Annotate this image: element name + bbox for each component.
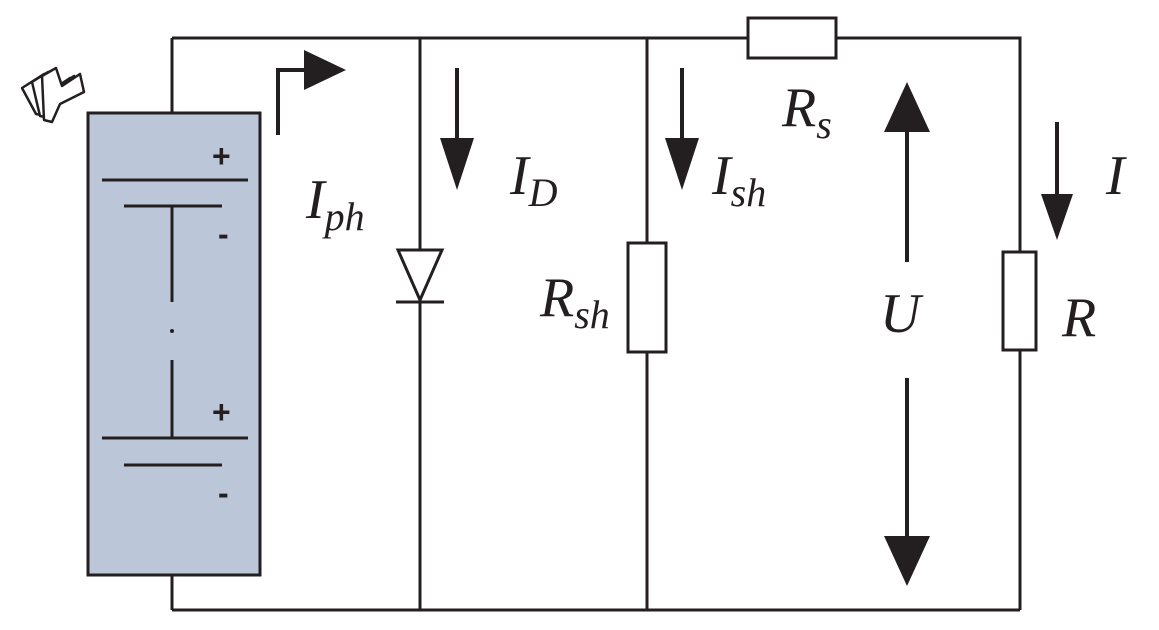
load-resistance-label: R — [1062, 287, 1097, 349]
series-resistor-icon — [746, 16, 838, 60]
diode-current-label: ID — [510, 145, 558, 213]
load-current-arrow — [1041, 122, 1073, 240]
photocurrent-subscript: ph — [324, 194, 365, 239]
diode-current-symbol: I — [510, 145, 529, 207]
shunt-current-symbol: I — [712, 145, 731, 207]
diode-icon — [395, 248, 445, 304]
cell-2-minus-sign: - — [218, 475, 229, 511]
series-resistance-label: Rs — [782, 77, 832, 145]
shunt-resistance-subscript: sh — [574, 292, 610, 337]
photocurrent-label: Iph — [306, 169, 365, 237]
diode-current-arrow — [440, 68, 474, 190]
shunt-current-label: Ish — [712, 145, 766, 213]
current-arrow-icon — [276, 50, 346, 135]
shunt-current-arrow — [665, 68, 699, 190]
voltage-arrow-up — [884, 82, 930, 262]
solar-cell-panel — [86, 111, 262, 577]
photocurrent-symbol: I — [306, 169, 325, 231]
diode-current-subscript: D — [528, 170, 558, 215]
load-current-label: I — [1106, 145, 1125, 207]
load-resistor-icon — [1001, 250, 1038, 352]
series-resistance-symbol: R — [782, 77, 817, 139]
top-wire-right — [836, 36, 1022, 252]
cell-1-plus-sign: + — [212, 138, 231, 174]
shunt-resistance-label: Rsh — [540, 267, 610, 335]
cell-2-plus-sign: + — [212, 394, 231, 430]
cell-ellipsis-dot — [170, 329, 174, 333]
shunt-current-subscript: sh — [730, 170, 767, 215]
cell-1-minus-sign: - — [218, 216, 229, 252]
light-rays-icon — [20, 66, 86, 124]
shunt-resistor-icon — [626, 241, 668, 354]
series-resistance-subscript: s — [816, 102, 832, 147]
shunt-resistance-symbol: R — [540, 267, 575, 329]
solar-cell — [86, 111, 262, 577]
voltage-label: U — [880, 283, 921, 345]
voltage-arrow-down — [884, 378, 930, 586]
